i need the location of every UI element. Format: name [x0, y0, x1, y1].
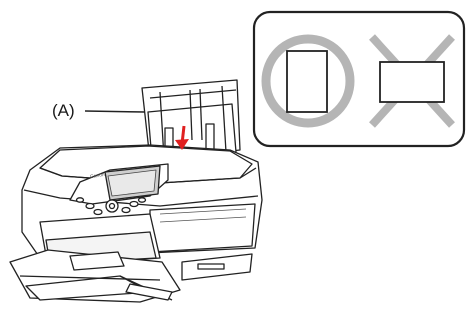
card-slot: [198, 264, 224, 269]
printer-illustration: [10, 80, 262, 302]
paper-stopper: [70, 252, 124, 270]
panel-button: [86, 204, 94, 209]
orientation-guide-panel: [254, 12, 464, 146]
callout-label-a: (A): [52, 101, 75, 121]
panel-button: [94, 210, 102, 215]
paper-guide-right: [206, 124, 214, 150]
landscape-paper-icon: [380, 62, 444, 102]
panel-button: [122, 208, 130, 213]
portrait-paper-icon: [287, 51, 327, 112]
card-slot-area: [182, 254, 252, 280]
panel-button: [130, 202, 138, 207]
panel-button: [77, 198, 84, 202]
callout-leader-line: [85, 111, 145, 112]
panel-button: [139, 198, 146, 202]
